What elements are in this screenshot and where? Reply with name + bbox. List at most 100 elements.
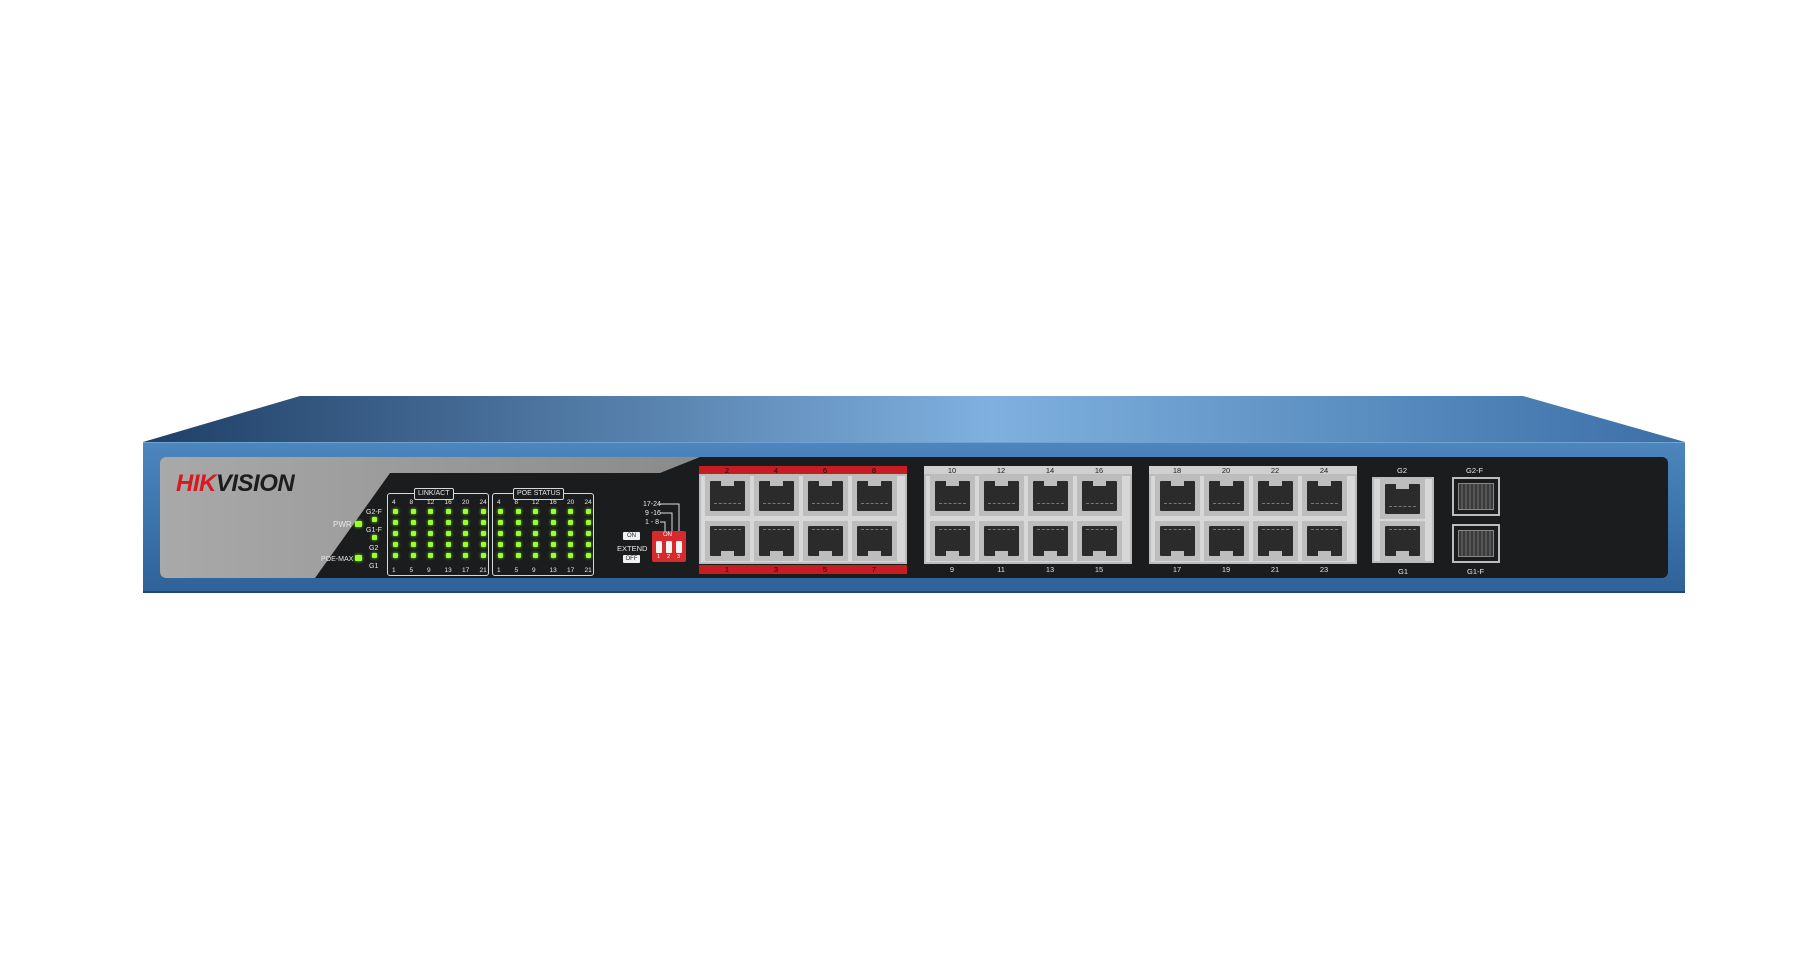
port-bottom-number: 7: [871, 565, 877, 574]
rj45-port-12[interactable]: [979, 476, 1024, 516]
poe-status-led: [515, 509, 521, 514]
dip-num-1: 1: [657, 554, 661, 560]
rj45-port-10[interactable]: [930, 476, 975, 516]
poe-status-led: [533, 520, 538, 525]
dip-on-label: ON: [663, 532, 672, 538]
poe-status-led: [533, 553, 538, 558]
link-act-led: [445, 542, 451, 547]
pwr-led: [355, 521, 362, 527]
rj45-port-1[interactable]: [705, 521, 750, 561]
extend-on-tag: ON: [623, 532, 640, 540]
link-act-led: [480, 531, 486, 536]
gigabit-port-g1[interactable]: [1380, 521, 1425, 561]
sfp-port-g1f[interactable]: [1452, 524, 1500, 563]
link-act-led: [428, 553, 433, 558]
port-bottom-number: 5: [822, 565, 828, 574]
rj45-port-22[interactable]: [1253, 476, 1298, 516]
rj45-port-5[interactable]: [803, 521, 848, 561]
poe-status-led: [515, 531, 521, 536]
dip-key-1[interactable]: [656, 541, 662, 553]
rj45-port-6[interactable]: [803, 476, 848, 516]
poe-status-led: [533, 542, 538, 547]
poe-status-bottom-number: 13: [549, 567, 557, 574]
poe-status-led: [498, 553, 503, 558]
dip-key-2[interactable]: [666, 541, 672, 553]
rj45-port-7[interactable]: [852, 521, 897, 561]
link-act-led: [445, 553, 451, 558]
rj45-port-9[interactable]: [930, 521, 975, 561]
rj45-port-20[interactable]: [1204, 476, 1249, 516]
rj45-port-16[interactable]: [1077, 476, 1122, 516]
rj45-port-14[interactable]: [1028, 476, 1073, 516]
poe-status-title: POE STATUS: [513, 488, 565, 500]
poe-status-led: [585, 542, 591, 547]
rj45-port-24[interactable]: [1302, 476, 1347, 516]
port-top-number: 16: [1094, 466, 1104, 475]
port-top-number: 4: [773, 466, 779, 475]
link-act-bottom-number: 1: [392, 567, 396, 574]
rj45-port-4[interactable]: [754, 476, 799, 516]
rj45-port-3[interactable]: [754, 521, 799, 561]
poe-status-led: [498, 509, 503, 514]
rj45-port-15[interactable]: [1077, 521, 1122, 561]
link-act-bottom-number: 5: [409, 567, 414, 574]
poe-status-group: POE STATUS: [492, 488, 594, 576]
poe-status-led: [533, 531, 538, 536]
port-top-number: 24: [1319, 466, 1329, 475]
link-act-led: [445, 520, 451, 525]
port-bottom-number: 19: [1221, 565, 1231, 574]
gigabit-port-g2[interactable]: [1380, 479, 1425, 519]
link-act-group: LINK/ACT: [387, 488, 489, 576]
poe-status-led: [585, 509, 591, 514]
link-act-led: [393, 520, 398, 525]
port-top-number: 12: [996, 466, 1006, 475]
g2f-port-label: G2-F: [1466, 466, 1484, 475]
port-top-number: 6: [822, 466, 828, 475]
link-act-bottom-number: 13: [444, 567, 452, 574]
extend-dip-switch[interactable]: ON 1 2 3: [652, 531, 686, 562]
g2-led-label: G2: [369, 545, 379, 552]
link-act-led: [480, 542, 486, 547]
poe-status-led: [515, 520, 521, 525]
rj45-port-2[interactable]: [705, 476, 750, 516]
rj45-port-23[interactable]: [1302, 521, 1347, 561]
poe-status-led: [550, 520, 556, 525]
rj45-port-17[interactable]: [1155, 521, 1200, 561]
poe-status-led: [568, 520, 573, 525]
link-act-led: [463, 509, 468, 514]
rj45-port-13[interactable]: [1028, 521, 1073, 561]
extend-label: EXTEND: [617, 544, 648, 553]
g1f-led: [372, 535, 377, 540]
link-act-led: [428, 531, 433, 536]
port-top-number: 2: [724, 466, 730, 475]
rj45-port-18[interactable]: [1155, 476, 1200, 516]
link-act-top-number: 20: [462, 499, 470, 506]
port-top-number: 10: [947, 466, 957, 475]
port-bottom-number: 3: [773, 565, 779, 574]
poe-status-bottom-number: 9: [532, 567, 536, 574]
extend-bracket-lines: [660, 503, 680, 531]
rj45-port-11[interactable]: [979, 521, 1024, 561]
rj45-port-21[interactable]: [1253, 521, 1298, 561]
poe-status-led: [498, 520, 503, 525]
poe-status-led: [585, 531, 591, 536]
poe-status-top-number: 16: [549, 499, 557, 506]
dip-key-3[interactable]: [676, 541, 682, 553]
poe-status-led: [568, 542, 573, 547]
link-act-led: [410, 520, 416, 525]
extend-range-1-8: 1 - 8: [645, 519, 660, 526]
sfp-port-g2f[interactable]: [1452, 477, 1500, 516]
rj45-port-19[interactable]: [1204, 521, 1249, 561]
rj45-port-8[interactable]: [852, 476, 897, 516]
link-act-led: [393, 531, 398, 536]
poe-status-top-number: 12: [532, 499, 540, 506]
poe-status-led: [498, 542, 503, 547]
extend-off-tag: OFF: [623, 555, 640, 563]
port-bottom-number: 11: [997, 565, 1005, 574]
extend-range-9-16: 9 -16: [645, 510, 661, 517]
